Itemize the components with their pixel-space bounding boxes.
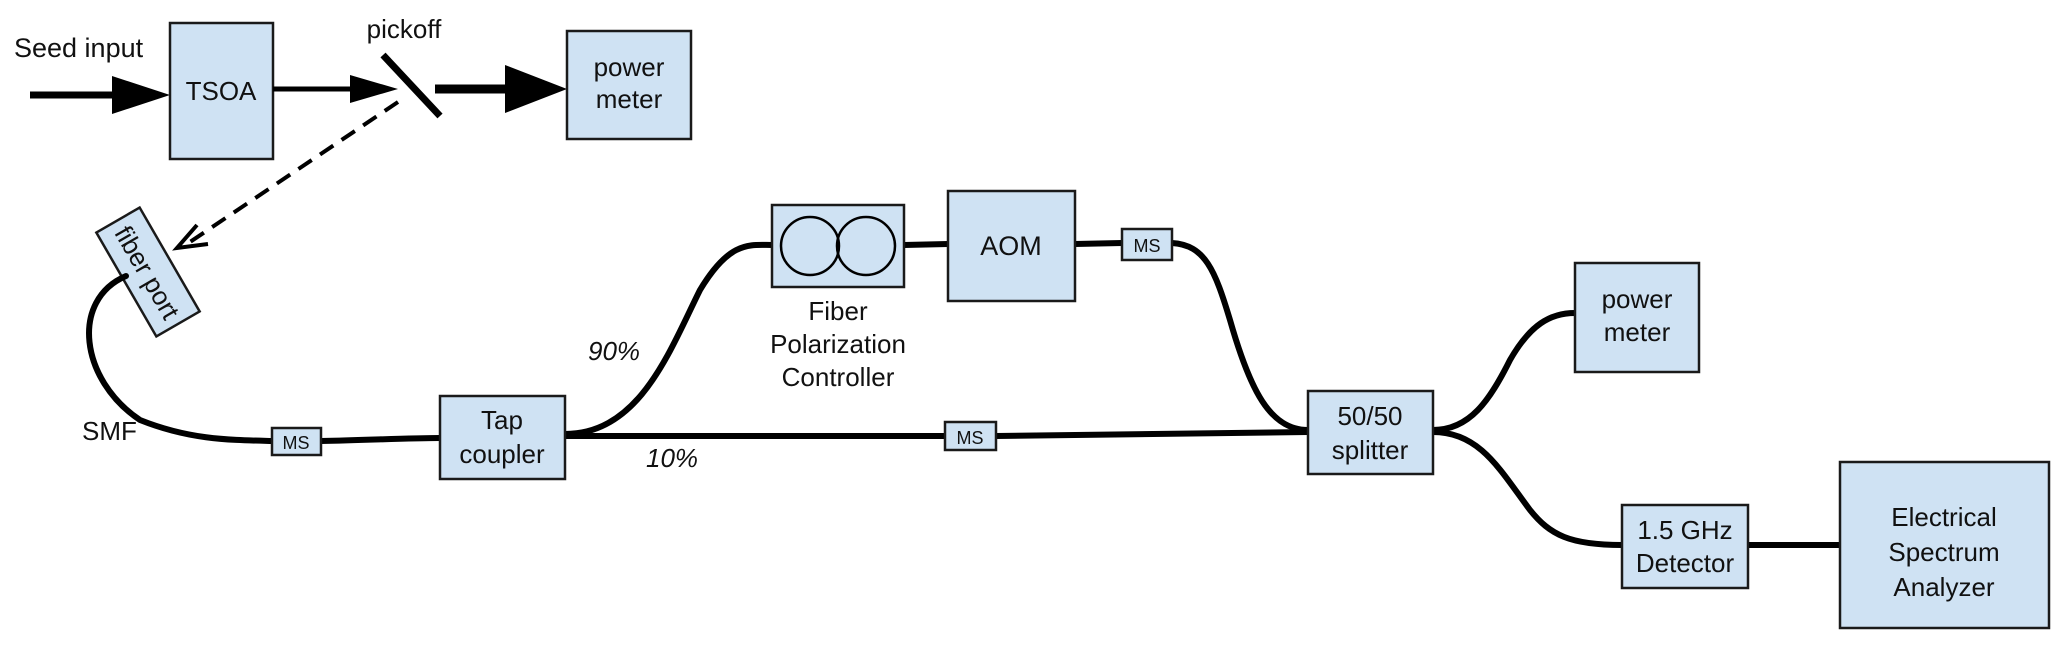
aom-label: AOM bbox=[980, 231, 1042, 261]
tsoa-arrowhead bbox=[350, 75, 398, 103]
aom-box bbox=[946, 189, 1077, 303]
pm-right-label-2: meter bbox=[1604, 317, 1671, 347]
splitter-label-2: splitter bbox=[1332, 435, 1409, 465]
dashed-arrowhead bbox=[172, 223, 209, 251]
fiber-tap-10-b bbox=[993, 429, 1311, 439]
pm-arrowhead bbox=[505, 65, 567, 113]
tap-label-2: coupler bbox=[459, 439, 545, 469]
fiber-ms-to-tap bbox=[318, 435, 443, 444]
tsoa-label: TSOA bbox=[186, 76, 257, 106]
fiber-ms-splitter bbox=[1169, 240, 1311, 433]
ms-label-10pct: MS bbox=[957, 428, 984, 448]
fpc-loop-left bbox=[779, 215, 841, 277]
pickoff-label: pickoff bbox=[367, 14, 442, 44]
smf-label: SMF bbox=[82, 416, 137, 446]
ms-box-smf bbox=[270, 426, 323, 457]
ms-label-smf: MS bbox=[283, 433, 310, 453]
smf-fiber bbox=[86, 273, 275, 444]
pct-10-label: 10% bbox=[646, 443, 698, 473]
fiber-aom-ms bbox=[1072, 240, 1125, 247]
fpc-caption-1: Fiber bbox=[808, 296, 868, 326]
fpc-loop-right bbox=[835, 215, 897, 277]
power-meter-top-box bbox=[565, 29, 693, 141]
fiber-splitter-det bbox=[1430, 429, 1625, 548]
splitter-box bbox=[1306, 389, 1435, 476]
seed-arrowhead bbox=[112, 76, 170, 114]
fiber-tap-90 bbox=[562, 241, 775, 437]
detector-label-1: 1.5 GHz bbox=[1637, 515, 1732, 545]
esa-label-2: Spectrum bbox=[1888, 537, 1999, 567]
pickoff-dashed-beam bbox=[188, 100, 400, 244]
ms-label-aom: MS bbox=[1134, 236, 1161, 256]
fpc-caption-3: Controller bbox=[782, 362, 895, 392]
detector-box bbox=[1620, 503, 1750, 590]
pm-top-label-1: power bbox=[594, 52, 665, 82]
tap-coupler-box bbox=[438, 394, 567, 481]
pm-right-label-1: power bbox=[1602, 284, 1673, 314]
tap-label-1: Tap bbox=[481, 405, 523, 435]
seed-input-label: Seed input bbox=[14, 33, 144, 63]
ms-box-aom bbox=[1120, 227, 1174, 262]
power-meter-right-box bbox=[1573, 261, 1701, 374]
esa-label-1: Electrical bbox=[1891, 502, 1996, 532]
ms-box-10pct bbox=[943, 420, 998, 452]
fiber-fpc-aom bbox=[901, 241, 951, 248]
detector-label-2: Detector bbox=[1636, 548, 1735, 578]
fiber-splitter-pm bbox=[1430, 310, 1578, 433]
esa-label-3: Analyzer bbox=[1893, 572, 1994, 602]
fpc-caption-2: Polarization bbox=[770, 329, 906, 359]
esa-box bbox=[1838, 460, 2051, 630]
pct-90-label: 90% bbox=[588, 336, 640, 366]
pm-top-label-2: meter bbox=[596, 84, 663, 114]
splitter-label-1: 50/50 bbox=[1337, 401, 1402, 431]
fiber-port-box bbox=[94, 205, 202, 339]
pickoff-mirror bbox=[380, 52, 443, 119]
